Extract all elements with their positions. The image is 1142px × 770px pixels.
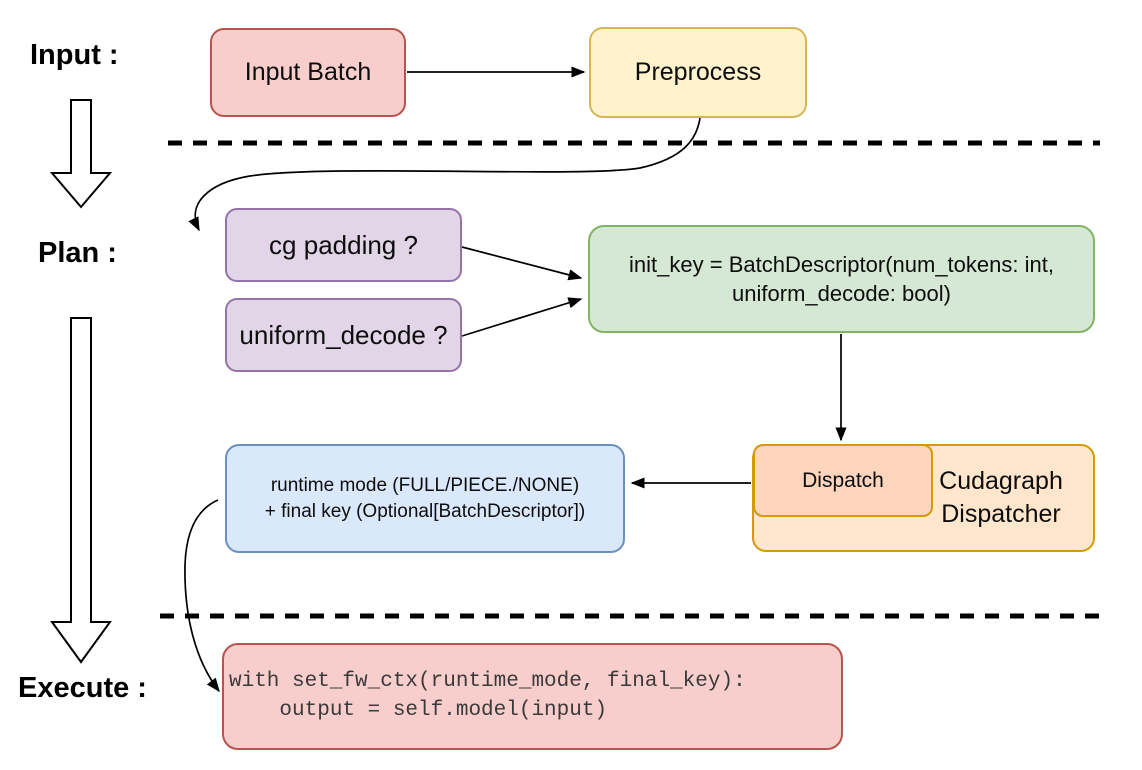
init-key-line2: uniform_decode: bool) (732, 281, 951, 306)
connector-cg-padding-to-init-key (461, 246, 583, 281)
dispatch-node: Dispatch (753, 444, 933, 517)
dispatch-label: Dispatch (802, 468, 884, 492)
preprocess-label: Preprocess (634, 58, 762, 86)
uniform-decode-label: uniform_decode ? (239, 319, 448, 350)
execute-code-line1: with set_fw_ctx(runtime_mode, final_key)… (229, 669, 746, 693)
uniform-decode-node: uniform_decode ? (225, 298, 462, 372)
execute-code-node: with set_fw_ctx(runtime_mode, final_key)… (222, 643, 843, 750)
input-batch-node: Input Batch (210, 28, 406, 117)
input-batch-label: Input Batch (244, 58, 372, 86)
execute-stage-label: Execute : (18, 672, 147, 704)
stage-arrow-plan-to-execute-icon (50, 317, 112, 664)
runtime-mode-node: runtime mode (FULL/PIECE./NONE) + final … (225, 444, 625, 553)
cudagraph-dispatcher-line1: Cudagraph (939, 467, 1063, 495)
preprocess-node: Preprocess (589, 27, 807, 118)
execute-code-line2: output = self.model(input) (229, 698, 608, 722)
init-key-node: init_key = BatchDescriptor(num_tokens: i… (588, 225, 1095, 333)
init-key-line1: init_key = BatchDescriptor(num_tokens: i… (629, 251, 1054, 277)
cg-padding-label: cg padding ? (269, 229, 418, 260)
connector-runtime-mode-to-execute-code (184, 499, 220, 693)
runtime-mode-line2: + final key (Optional[BatchDescriptor]) (264, 500, 586, 522)
connector-uniform-decode-to-init-key (461, 297, 583, 337)
stage-arrow-input-to-plan-icon (49, 99, 113, 209)
runtime-mode-line1: runtime mode (FULL/PIECE./NONE) (270, 475, 580, 497)
plan-stage-label: Plan : (38, 237, 117, 269)
input-stage-label: Input : (30, 39, 119, 71)
cudagraph-dispatcher-line2: Dispatcher (941, 500, 1061, 528)
cg-padding-node: cg padding ? (225, 208, 462, 282)
